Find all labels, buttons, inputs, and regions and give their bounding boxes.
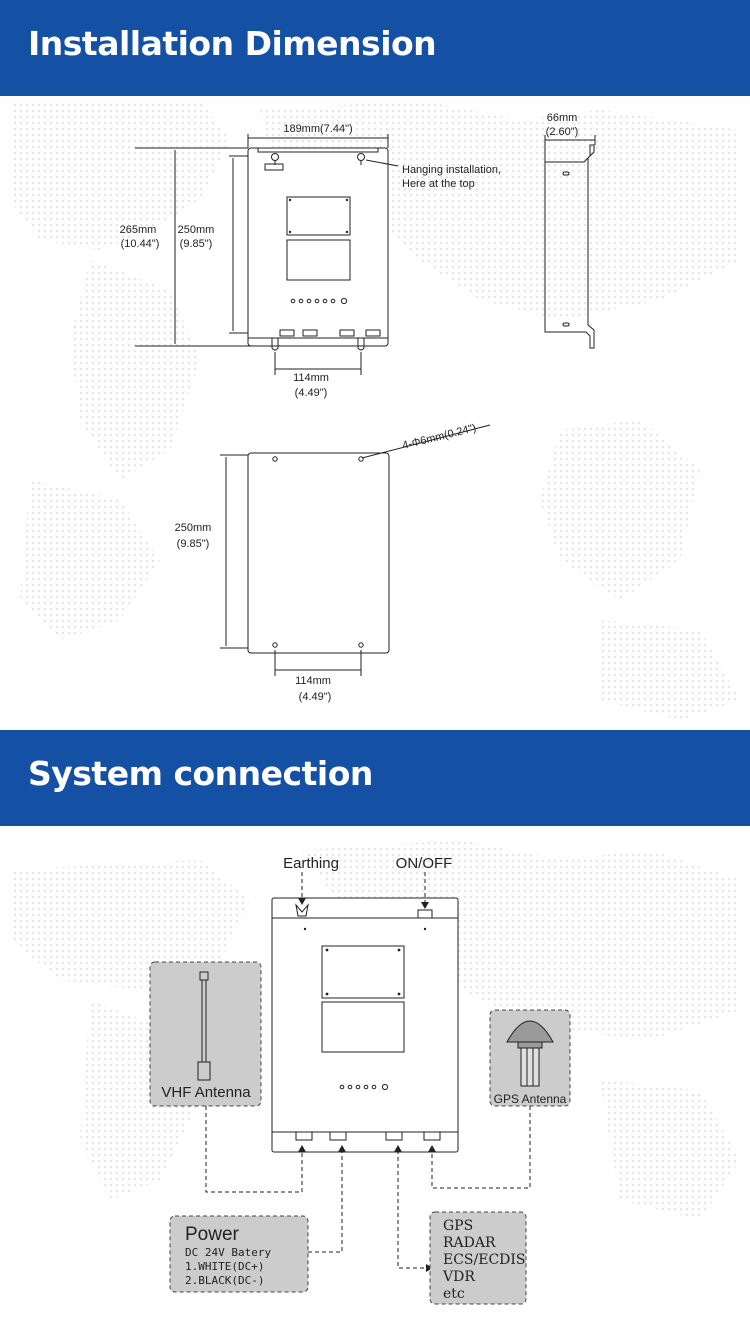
power-line3: 2.BLACK(DC-): [185, 1274, 264, 1287]
vhf-antenna-icon: [197, 971, 211, 1081]
hanging-note-line2: Here at the top: [402, 178, 475, 190]
back-spacing-in-label: (4.49"): [299, 691, 332, 703]
back-height-mm-label: 250mm: [175, 522, 212, 534]
main-unit: [271, 897, 459, 1153]
installation-title: Installation Dimension: [28, 24, 437, 63]
system-connection-diagram: Earthing ON/OFF VHF Antenna GPS Antenna: [10, 840, 740, 1305]
power-title: Power: [185, 1224, 240, 1245]
width-top-label: 189mm(7.44"): [283, 123, 352, 135]
connection-lines: [205, 1106, 531, 1269]
back-view: [220, 424, 491, 676]
height-inner-mm-label: 250mm: [178, 224, 215, 236]
installation-diagram: 189mm(7.44") 265mm (10.44") 250mm (9.85"…: [10, 100, 740, 720]
height-inner-in-label: (9.85"): [180, 238, 213, 250]
wing-nut-icon: [295, 903, 309, 917]
system-title: System connection: [28, 754, 373, 793]
height-outer-in-label: (10.44"): [121, 238, 160, 250]
front-view-dimensions: 189mm(7.44") 265mm (10.44") 250mm (9.85"…: [120, 123, 501, 399]
side-view: [544, 135, 596, 349]
power-line2: 1.WHITE(DC+): [185, 1260, 264, 1273]
device-item: GPS: [443, 1218, 473, 1234]
power-box: Power DC 24V Batery 1.WHITE(DC+) 2.BLACK…: [169, 1215, 309, 1293]
connector-icon: [295, 1131, 441, 1141]
on-off-switch: [417, 909, 433, 919]
holes-label: 4-Φ6mm(0.24"): [401, 422, 477, 452]
height-outer-mm-label: 265mm: [120, 224, 157, 236]
connector-icon: [279, 329, 381, 337]
on-off-label: ON/OFF: [396, 855, 453, 872]
vhf-antenna-box: VHF Antenna: [149, 961, 262, 1107]
device-item: VDR: [442, 1269, 475, 1285]
led-indicator-icon: [339, 1083, 389, 1091]
bottom-spacing-mm-label: 114mm: [293, 372, 329, 384]
device-item: etc: [443, 1286, 465, 1302]
device-item: ECS/ECDIS: [443, 1252, 526, 1268]
front-view: [135, 134, 399, 375]
back-height-in-label: (9.85"): [177, 538, 210, 550]
power-line1: DC 24V Batery: [185, 1246, 271, 1259]
devices-box: GPS RADAR ECS/ECDIS VDR etc: [429, 1211, 527, 1305]
bottom-spacing-in-label: (4.49"): [295, 387, 328, 399]
earthing-label: Earthing: [283, 855, 339, 872]
device-item: RADAR: [443, 1235, 496, 1251]
top-arrows: [301, 872, 426, 905]
side-depth-in-label: (2.60"): [546, 126, 579, 138]
side-view-dimensions: 66mm (2.60"): [546, 112, 579, 138]
system-banner: System connection: [0, 730, 750, 826]
gps-antenna-box: GPS Antenna: [489, 1009, 571, 1107]
vhf-antenna-label: VHF Antenna: [161, 1084, 251, 1101]
gps-antenna-label: GPS Antenna: [494, 1092, 567, 1106]
back-spacing-mm-label: 114mm: [295, 675, 331, 687]
led-indicator-icon: [290, 297, 348, 305]
installation-banner: Installation Dimension: [0, 0, 750, 96]
gps-dome-antenna-icon: [506, 1020, 554, 1087]
hanging-note-line1: Hanging installation,: [402, 164, 501, 176]
side-depth-mm-label: 66mm: [547, 112, 578, 124]
